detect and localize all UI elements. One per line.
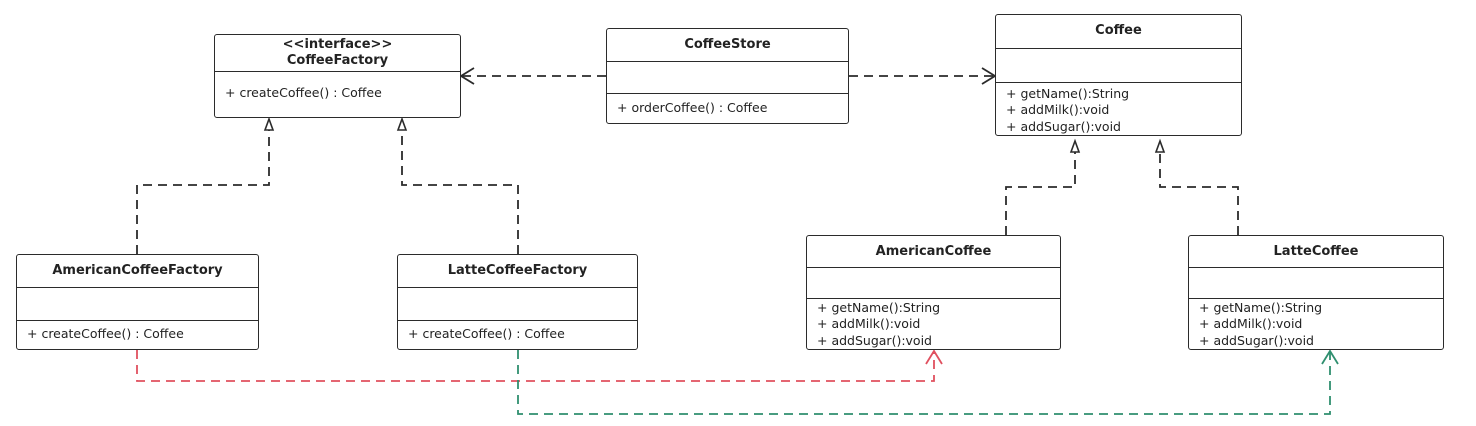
class-header: Coffee [996, 15, 1241, 49]
attributes-compartment [996, 49, 1241, 83]
latte-factory-creates-latte-coffee [517, 350, 1331, 415]
latte-coffee-realization [1159, 152, 1239, 235]
operation: + addMilk():void [1006, 102, 1110, 117]
operations-compartment: + createCoffee() : Coffee [17, 321, 258, 349]
operation: + getName():String [1199, 299, 1323, 315]
attributes-compartment [398, 288, 637, 321]
coffee-factory-class[interactable]: <<interface>> CoffeeFactory + createCoff… [214, 34, 461, 118]
operation: + addSugar():void [817, 332, 932, 348]
class-name: AmericanCoffee [875, 243, 992, 259]
class-header: AmericanCoffee [807, 236, 1060, 269]
stereotype-label: <<interface>> [282, 37, 393, 52]
arrowhead-latte-coffee [1321, 349, 1339, 365]
coffee-class[interactable]: Coffee + getName():String + addMilk():vo… [995, 14, 1242, 136]
operations-compartment: + orderCoffee() : Coffee [607, 94, 848, 123]
operations-compartment: + getName():String + addMilk():void + ad… [996, 83, 1241, 136]
class-name: CoffeeStore [684, 37, 771, 52]
triangle-coffee-factory-left [263, 116, 275, 131]
american-coffee-factory-class[interactable]: AmericanCoffeeFactory + createCoffee() :… [16, 254, 259, 350]
class-header: LatteCoffeeFactory [398, 255, 637, 288]
latte-coffee-class[interactable]: LatteCoffee + getName():String + addMilk… [1188, 235, 1444, 350]
latte-factory-realization [401, 130, 519, 254]
class-header: <<interface>> CoffeeFactory [215, 35, 460, 72]
operation: + createCoffee() : Coffee [27, 326, 184, 341]
operations-compartment: + getName():String + addMilk():void + ad… [807, 299, 1060, 350]
class-header: AmericanCoffeeFactory [17, 255, 258, 288]
attributes-compartment [807, 268, 1060, 299]
class-name: LatteCoffee [1273, 243, 1359, 259]
class-header: LatteCoffee [1189, 236, 1443, 269]
operation: + createCoffee() : Coffee [408, 326, 565, 341]
american-factory-realization [136, 130, 270, 254]
attributes-compartment [1189, 268, 1443, 299]
coffee-store-class[interactable]: CoffeeStore + orderCoffee() : Coffee [606, 28, 849, 124]
operation: + getName():String [817, 299, 941, 315]
american-factory-creates-american-coffee [136, 350, 935, 382]
operation: + orderCoffee() : Coffee [617, 100, 768, 115]
operation: + createCoffee() : Coffee [225, 85, 382, 100]
operations-compartment: + createCoffee() : Coffee [215, 72, 460, 117]
american-coffee-class[interactable]: AmericanCoffee + getName():String + addM… [806, 235, 1061, 350]
arrowhead-factory [459, 67, 475, 85]
latte-coffee-factory-class[interactable]: LatteCoffeeFactory + createCoffee() : Co… [397, 254, 638, 350]
operations-compartment: + createCoffee() : Coffee [398, 321, 637, 349]
operation: + addMilk():void [817, 316, 921, 331]
class-name: LatteCoffeeFactory [447, 263, 588, 278]
class-name: AmericanCoffeeFactory [52, 263, 223, 278]
class-name: Coffee [1095, 23, 1142, 39]
operation: + addSugar():void [1006, 118, 1121, 134]
class-header: CoffeeStore [607, 29, 848, 62]
triangle-coffee-left [1069, 138, 1081, 153]
operations-compartment: + getName():String + addMilk():void + ad… [1189, 299, 1443, 350]
operation: + addSugar():void [1199, 332, 1314, 348]
operation: + addMilk():void [1199, 316, 1303, 331]
attributes-compartment [607, 62, 848, 94]
operation: + getName():String [1006, 85, 1130, 101]
class-name: CoffeeFactory [286, 53, 389, 68]
arrowhead-american-coffee [925, 349, 943, 365]
triangle-coffee-right [1154, 138, 1166, 153]
triangle-coffee-factory-right [396, 116, 408, 131]
american-coffee-realization [1005, 152, 1076, 235]
attributes-compartment [17, 288, 258, 321]
